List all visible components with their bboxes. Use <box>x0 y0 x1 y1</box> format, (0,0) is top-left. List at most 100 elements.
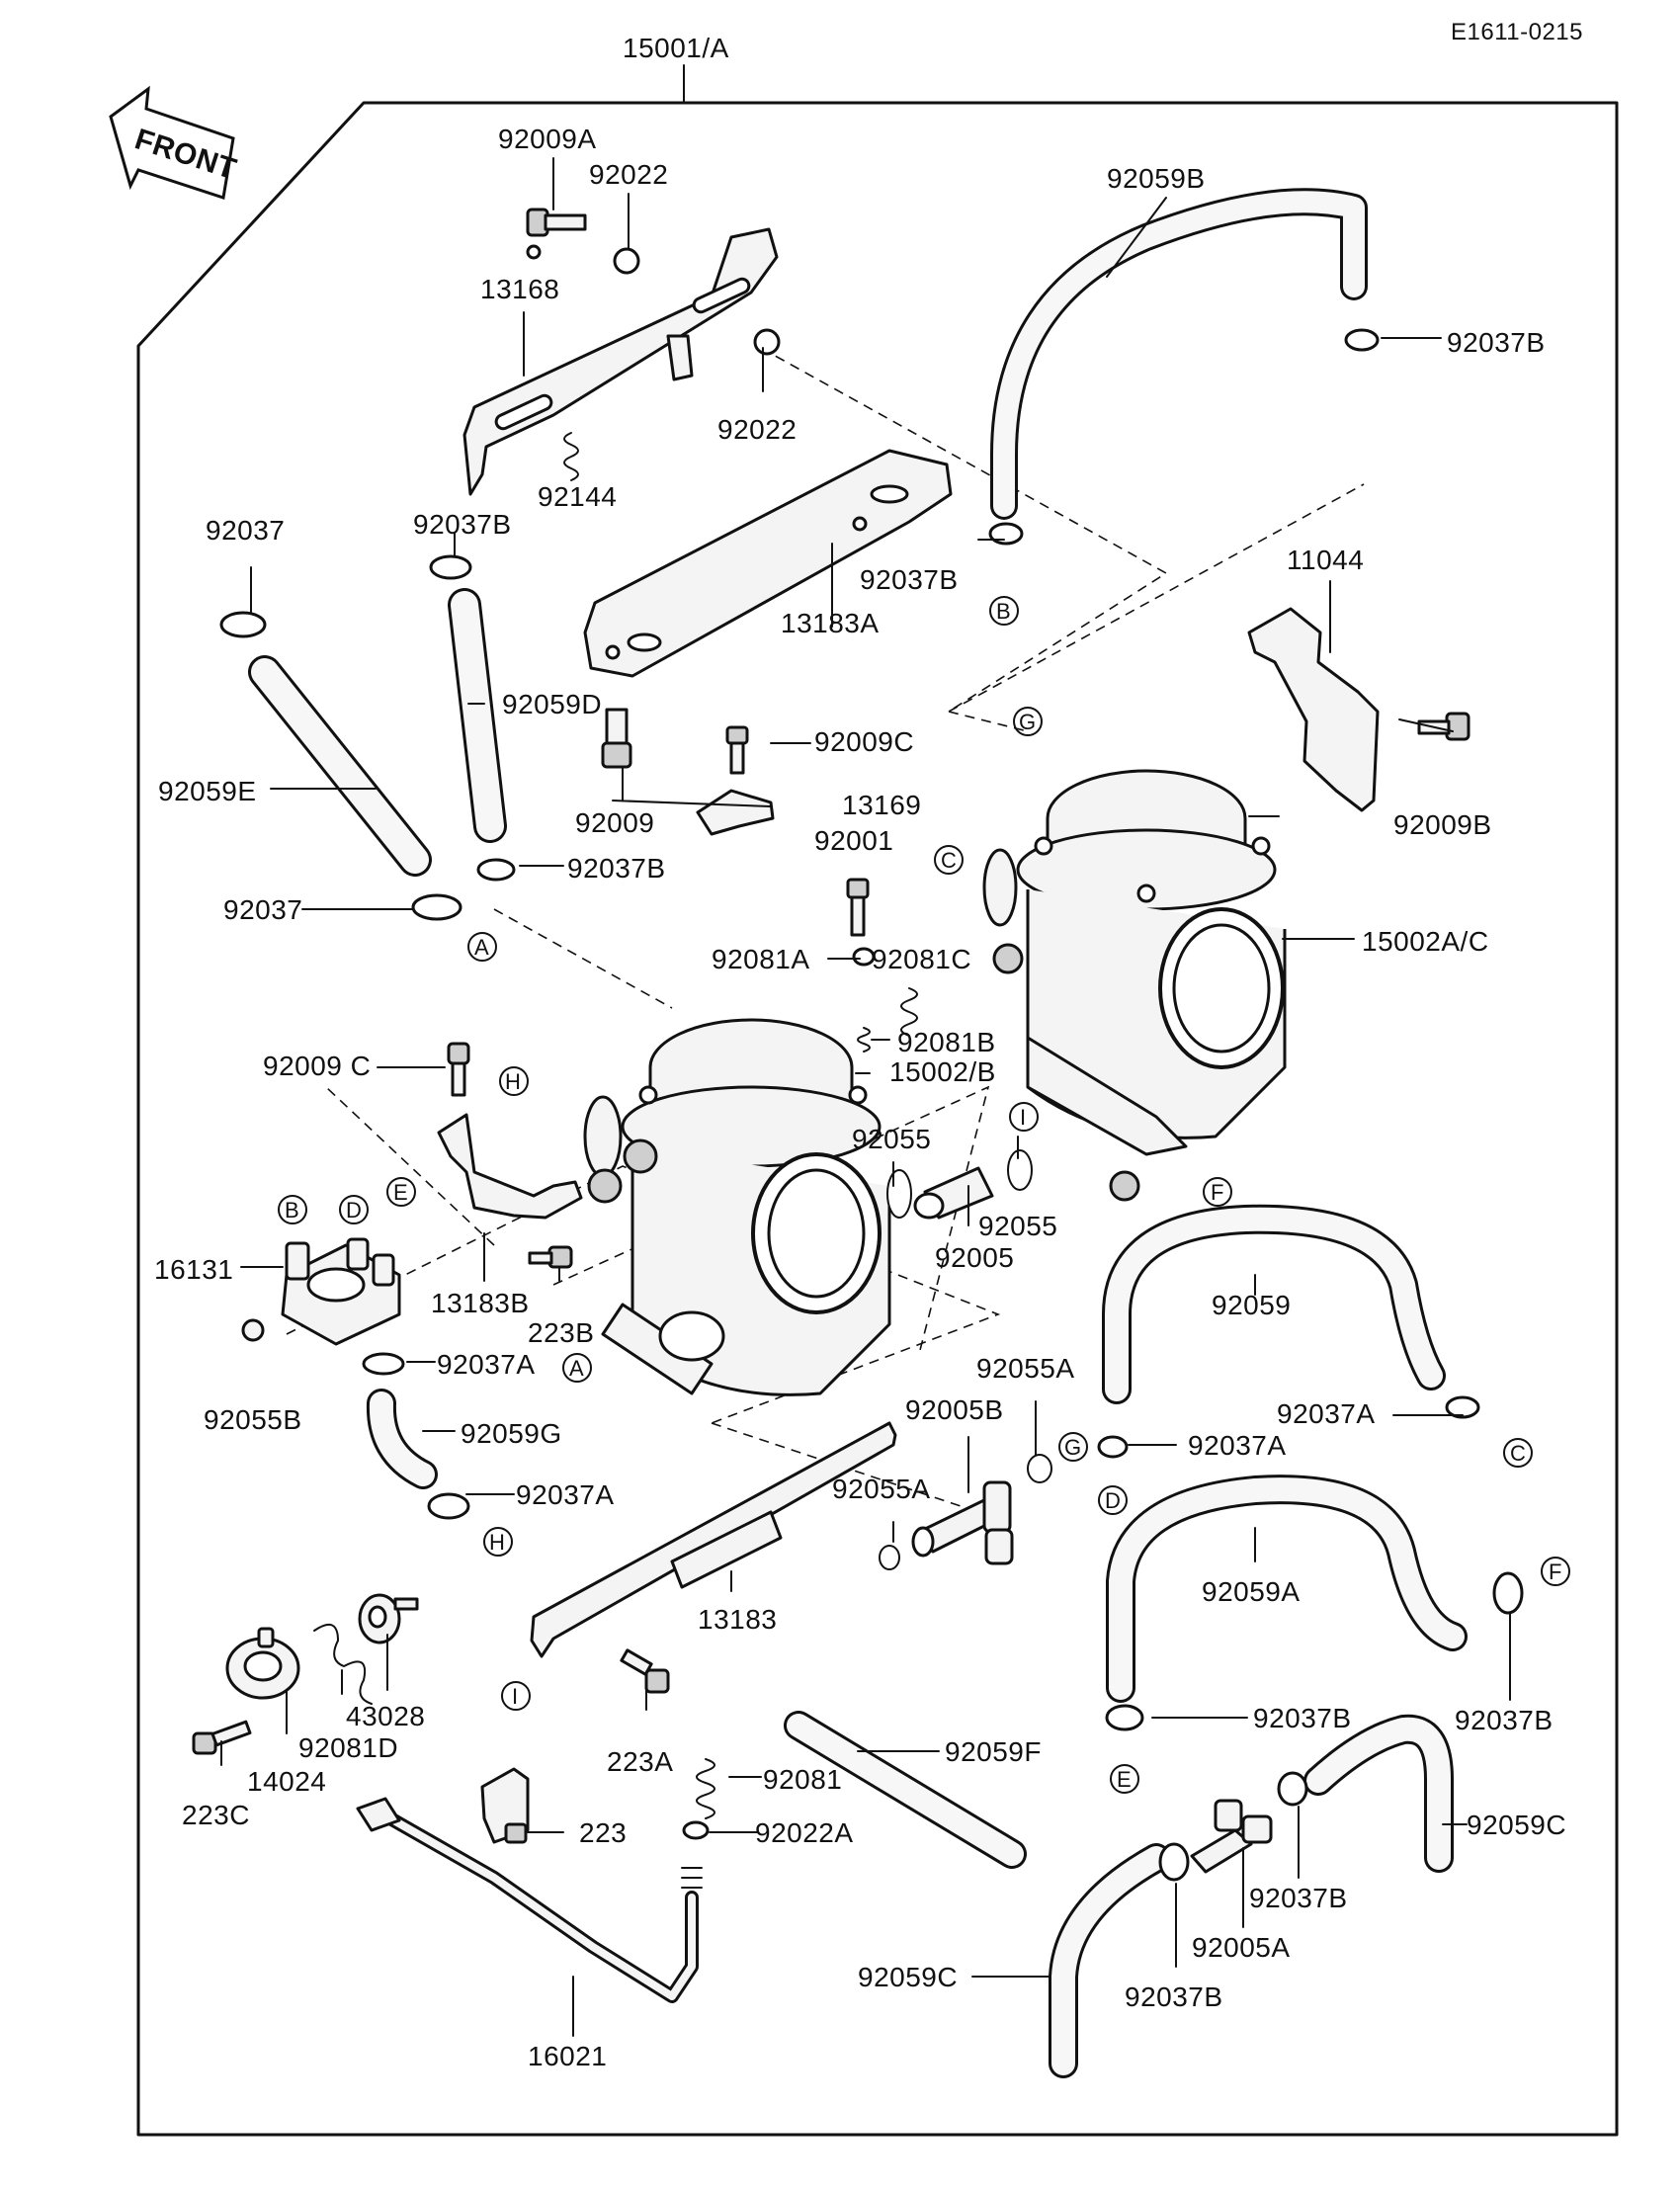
part-label: 13183B <box>431 1288 530 1318</box>
callout-letter: G <box>1019 710 1037 734</box>
callout-letter: F <box>1211 1180 1224 1205</box>
callout-letter: E <box>393 1180 408 1205</box>
part-label: 92037 <box>206 515 285 546</box>
reference-lines <box>286 347 1365 1523</box>
callout-letter: B <box>996 599 1011 624</box>
spring-92081-icon <box>696 1758 715 1819</box>
leader-lines <box>220 157 1511 2037</box>
hose-92059F <box>787 1714 1024 1866</box>
part-label: 92009 C <box>263 1051 371 1081</box>
carburetor-15002B <box>583 1018 891 1396</box>
part-label: 16021 <box>528 2041 607 2071</box>
part-label: 15002A/C <box>1362 926 1489 957</box>
part-label: 92037A <box>516 1479 615 1510</box>
part-label: 92005 <box>935 1242 1014 1273</box>
part-label: 43028 <box>346 1701 425 1731</box>
lower-bracket-13183 <box>530 1421 897 1658</box>
screw-92009C-left-icon <box>447 1042 470 1097</box>
part-label: 92059D <box>502 689 602 719</box>
part-label: 92081 <box>763 1764 842 1795</box>
part-label: 92059E <box>158 776 257 806</box>
part-label: 13168 <box>480 274 559 304</box>
part-label: 92022A <box>755 1817 854 1848</box>
o-ring-92055A-lower-icon <box>879 1545 900 1570</box>
o-ring-92055B-icon <box>241 1318 265 1342</box>
part-label: 92059A <box>1202 1576 1301 1607</box>
callout-letter: H <box>489 1530 505 1555</box>
callout-letter: E <box>1117 1767 1132 1792</box>
part-label: 92081C <box>872 944 971 974</box>
callout-letter: A <box>569 1356 584 1381</box>
assembly-boundary <box>136 101 1619 2137</box>
part-label: 11044 <box>1287 545 1364 575</box>
callout-letter: D <box>346 1198 362 1222</box>
choke-cable-16021 <box>356 1767 703 2003</box>
screw-223B-icon <box>528 1245 573 1269</box>
part-label: 15002/B <box>889 1056 996 1087</box>
screw-223C-icon <box>192 1720 252 1755</box>
part-label: 92037A <box>1277 1398 1376 1429</box>
screw-92009A-icon <box>526 208 587 237</box>
part-label: 92005A <box>1192 1932 1291 1963</box>
hose-92059B <box>990 188 1368 520</box>
part-label: 92009B <box>1393 809 1492 840</box>
springs-92081BC-icon <box>852 947 918 1053</box>
hose-92059G <box>369 1391 435 1486</box>
callout-letter: C <box>941 848 957 873</box>
drawing-code: E1611-0215 <box>1451 19 1583 45</box>
o-ring-92055A-upper-icon <box>1027 1454 1052 1483</box>
part-label: 92081B <box>897 1027 996 1057</box>
part-label: 92037B <box>860 564 959 595</box>
part-label: 92081D <box>298 1732 398 1763</box>
part-label: 92037B <box>567 853 666 884</box>
link-13169 <box>696 725 775 836</box>
part-label: 92037 <box>223 894 302 925</box>
part-label: 13169 <box>842 790 921 820</box>
part-label: 92037B <box>1249 1883 1348 1913</box>
bracket-13183B <box>437 1113 583 1220</box>
bracket-11044 <box>1247 607 1380 812</box>
callout-letter: I <box>512 1684 519 1709</box>
callout-letter: D <box>1105 1488 1121 1513</box>
callout-letter: F <box>1549 1560 1562 1584</box>
part-label: 92055 <box>978 1211 1057 1241</box>
carb-bracket-13183A <box>583 449 953 678</box>
part-label: 92059 <box>1212 1290 1291 1320</box>
part-label: 92059F <box>945 1736 1042 1767</box>
callout-letter: I <box>1020 1105 1027 1130</box>
hose-92059 <box>1105 1207 1443 1401</box>
part-label: 92037A <box>437 1349 536 1380</box>
throttle-link-bracket <box>462 227 779 496</box>
part-label: 92009 <box>575 807 654 838</box>
part-label: 92059B <box>1107 163 1206 194</box>
part-label: 92022 <box>589 159 668 190</box>
hose-92059E <box>251 658 429 874</box>
part-label: 223A <box>607 1746 673 1777</box>
callout-letter: C <box>1510 1441 1526 1466</box>
screw-223A-icon <box>620 1648 670 1694</box>
fuel-fitting-16131 <box>281 1237 401 1346</box>
part-label: 92055A <box>832 1474 931 1504</box>
part-label: 92059C <box>858 1962 958 1992</box>
part-label: 13183 <box>698 1604 777 1635</box>
spring-92081D-icon <box>313 1623 373 1705</box>
screw-92001-icon <box>846 878 870 937</box>
front-arrow-icon: FRONT <box>109 85 240 200</box>
part-label: 92037B <box>413 509 512 540</box>
part-label: 92009C <box>814 726 914 757</box>
diaphragm-43028 <box>358 1593 419 1644</box>
hose-92059C-bottom <box>1051 1846 1168 2075</box>
part-label: 13183A <box>781 608 880 638</box>
part-label: 92037B <box>1447 327 1546 358</box>
callout-markers: A B G C H I F B D E A G D C H F I E <box>278 596 1570 1794</box>
part-label: 92055A <box>976 1353 1075 1384</box>
callout-letter: G <box>1064 1435 1082 1460</box>
callout-letter: A <box>474 935 489 960</box>
screw-92009-icon <box>601 708 632 769</box>
part-label: 92037A <box>1188 1430 1287 1461</box>
hose-clamps <box>219 328 1524 1882</box>
screw-92009B-icon <box>1417 712 1470 741</box>
part-label: 92055B <box>204 1404 302 1435</box>
callout-letter: H <box>505 1069 521 1094</box>
